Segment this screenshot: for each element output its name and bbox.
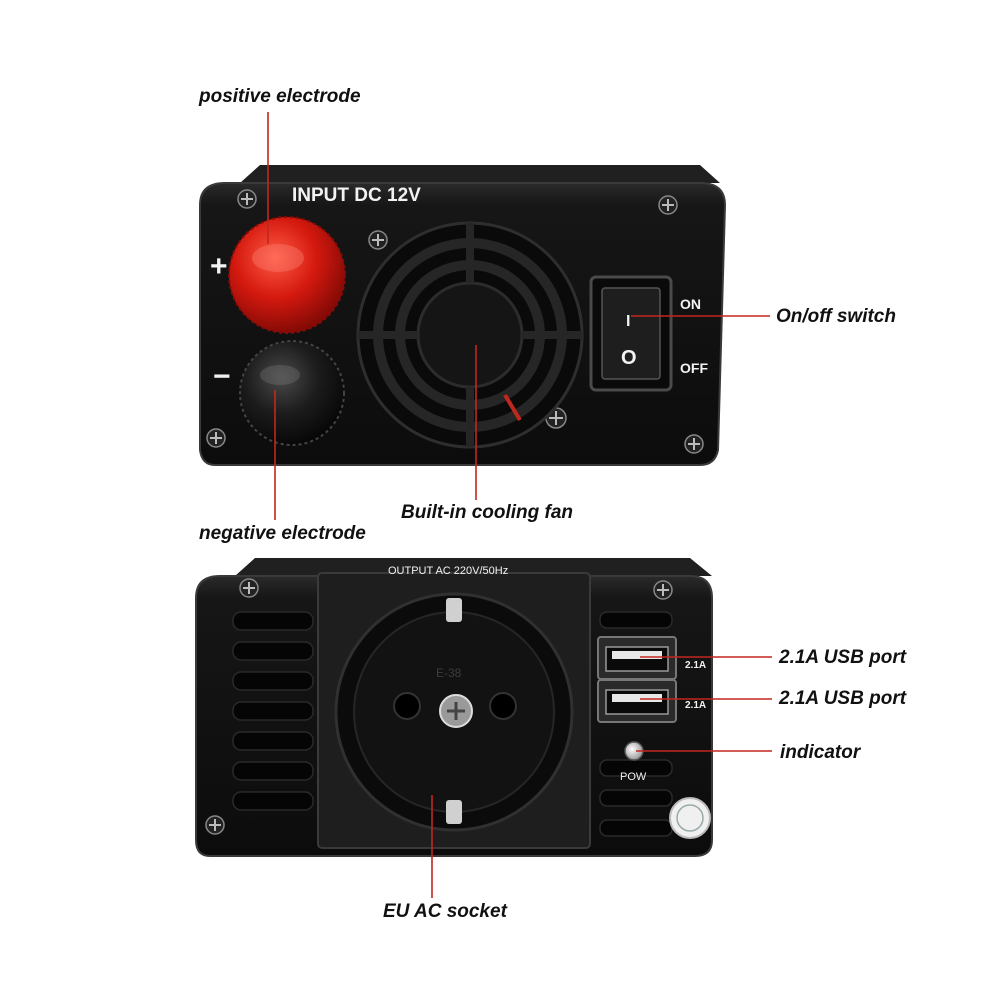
socket-marking: E-38 (436, 666, 462, 680)
screw-icon (653, 580, 673, 600)
vent-slots-left (232, 611, 314, 811)
onoff-switch[interactable] (589, 275, 673, 392)
back-panel (195, 558, 713, 857)
screw-icon (237, 189, 257, 209)
output-ac-label: OUTPUT AC 220V/50Hz (388, 565, 509, 577)
certification-seal (669, 797, 711, 839)
leader-lines (267, 112, 772, 898)
usb-bottom-rating: 2.1A (685, 700, 707, 711)
switch-off-symbol: O (621, 347, 637, 369)
minus-sign: − (213, 360, 231, 393)
input-dc-label: INPUT DC 12V (292, 185, 421, 206)
switch-on-symbol: I (626, 313, 631, 330)
screw-icon (205, 815, 225, 835)
usb-port-top[interactable] (597, 636, 677, 680)
negative-terminal[interactable] (239, 340, 345, 446)
positive-terminal[interactable] (228, 216, 346, 334)
callout-eu-ac-socket: EU AC socket (383, 901, 507, 922)
vent-slots-right (599, 611, 673, 837)
usb-port-bottom[interactable] (597, 679, 677, 723)
callout-cooling-fan: Built-in cooling fan (401, 502, 574, 523)
cooling-fan (356, 221, 584, 449)
front-panel (199, 165, 727, 466)
callout-positive-electrode: positive electrode (199, 86, 361, 107)
callout-usb-port-1: 2.1A USB port (779, 647, 907, 668)
usb-top-rating: 2.1A (685, 660, 707, 671)
callout-indicator: indicator (780, 742, 861, 763)
off-label: OFF (680, 360, 708, 376)
front-heatsink-top (240, 165, 720, 183)
screw-icon (684, 434, 704, 454)
screw-icon (239, 578, 259, 598)
on-label: ON (680, 296, 701, 312)
back-heatsink-top (235, 558, 712, 576)
screw-icon (658, 195, 678, 215)
eu-ac-socket[interactable] (317, 572, 591, 849)
callout-negative-electrode: negative electrode (199, 523, 366, 544)
callout-usb-port-2: 2.1A USB port (779, 688, 907, 709)
callout-onoff-switch: On/off switch (776, 306, 896, 327)
screw-icon (368, 230, 388, 250)
plus-sign: + (210, 250, 228, 283)
screw-icon (206, 428, 226, 448)
pow-label: POW (620, 771, 647, 783)
